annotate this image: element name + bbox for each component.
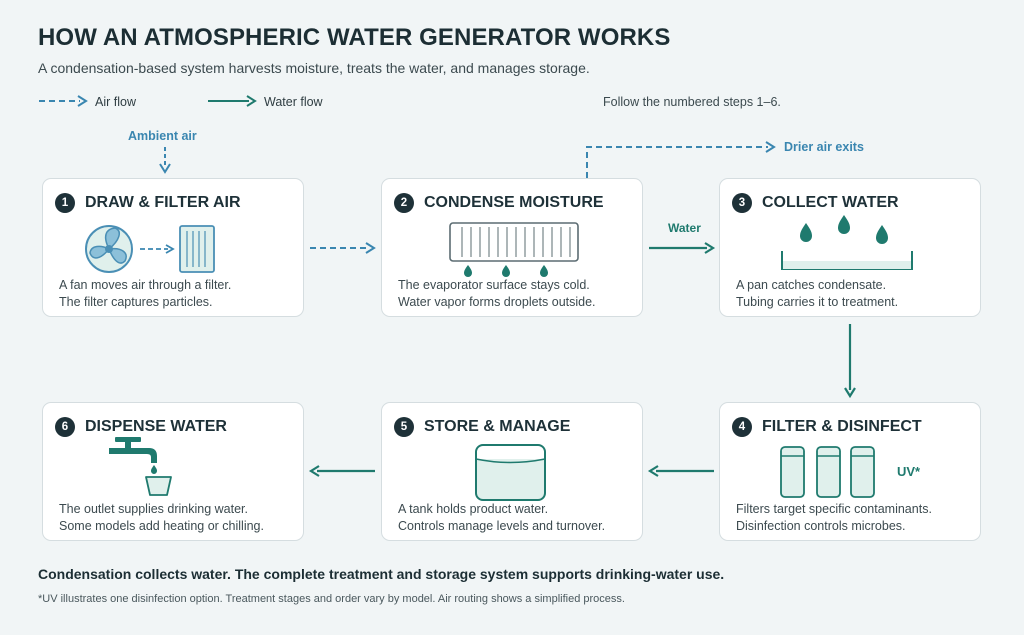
footnote: *UV illustrates one disinfection option.… — [38, 593, 625, 605]
droplet-icon — [151, 465, 157, 474]
steps-instruction: Follow the numbered steps 1–6. — [603, 95, 781, 109]
page-title: HOW AN ATMOSPHERIC WATER GENERATOR WORKS — [38, 24, 671, 51]
cup-icon — [145, 476, 172, 496]
water-flow-legend-label: Water flow — [264, 95, 323, 109]
step-number-badge: 4 — [732, 417, 752, 437]
step-title: STORE & MANAGE — [424, 418, 571, 435]
step-card-draw-filter-air: 1 DRAW & FILTER AIR A fan moves air thro… — [42, 178, 304, 317]
step-card-dispense-water: 6 DISPENSE WATER The outlet supplies dri… — [42, 402, 304, 541]
collection-pan-icon — [781, 251, 913, 270]
step-title: COLLECT WATER — [762, 194, 899, 211]
drier-air-arrow-icon — [586, 141, 776, 178]
step-description: A fan moves air through a filter. The fi… — [59, 278, 232, 309]
water-flow-arrow-4-5-icon — [647, 465, 714, 477]
droplet-icon — [464, 265, 548, 277]
summary-statement: Condensation collects water. The complet… — [38, 566, 725, 582]
air-flow-legend-label: Air flow — [95, 95, 136, 109]
step-description: The evaporator surface stays cold. Water… — [398, 278, 596, 309]
uv-label: UV* — [897, 464, 921, 479]
fan-icon — [85, 225, 133, 273]
faucet-icon — [109, 437, 157, 463]
step-title: CONDENSE MOISTURE — [424, 194, 604, 211]
water-flow-arrow-5-6-icon — [308, 465, 375, 477]
step-description: Filters target specific contaminants. Di… — [736, 502, 932, 533]
step-number-badge: 1 — [55, 193, 75, 213]
step-card-filter-disinfect: 4 FILTER & DISINFECT UV* Filters target … — [719, 402, 981, 541]
step-card-store-manage: 5 STORE & MANAGE A tank holds product wa… — [381, 402, 643, 541]
ambient-air-arrow-icon — [159, 147, 171, 174]
step-description: A pan catches condensate. Tubing carries… — [736, 278, 899, 309]
water-flow-label: Water — [668, 221, 701, 235]
step-card-condense-moisture: 2 CONDENSE MOISTURE The evaporator surfa… — [381, 178, 643, 317]
droplet-icon — [800, 215, 888, 244]
filter-cartridge-icon — [780, 446, 875, 498]
ambient-air-label: Ambient air — [128, 129, 197, 143]
air-flow-arrow-icon — [140, 244, 175, 254]
step-title: DISPENSE WATER — [85, 418, 227, 435]
step-card-collect-water: 3 COLLECT WATER A pan catches condensate… — [719, 178, 981, 317]
air-flow-legend-arrow-icon — [39, 95, 88, 107]
air-filter-icon — [179, 225, 215, 273]
drier-air-exits-label: Drier air exits — [784, 140, 864, 154]
water-flow-arrow-2-3-icon — [649, 242, 716, 254]
step-title: FILTER & DISINFECT — [762, 418, 922, 435]
page-subtitle: A condensation-based system harvests moi… — [38, 60, 590, 76]
evaporator-coil-icon — [449, 222, 579, 262]
step-title: DRAW & FILTER AIR — [85, 194, 241, 211]
step-description: A tank holds product water. Controls man… — [398, 502, 606, 533]
storage-tank-icon — [475, 444, 546, 501]
air-flow-arrow-1-2-icon — [310, 242, 376, 254]
water-flow-arrow-3-4-icon — [844, 324, 856, 399]
step-description: The outlet supplies drinking water. Some… — [59, 502, 264, 533]
step-number-badge: 6 — [55, 417, 75, 437]
step-number-badge: 5 — [394, 417, 414, 437]
step-number-badge: 2 — [394, 193, 414, 213]
step-number-badge: 3 — [732, 193, 752, 213]
water-flow-legend-arrow-icon — [208, 95, 257, 107]
